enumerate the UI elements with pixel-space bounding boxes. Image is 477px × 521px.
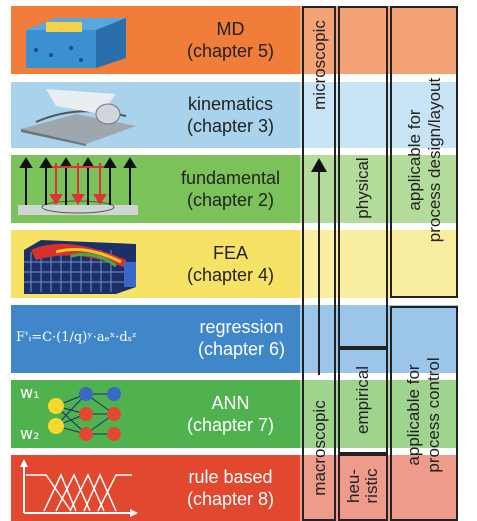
row-kinematics-tint	[300, 82, 458, 148]
method-name: regression	[199, 317, 284, 337]
row-ann-tint	[300, 380, 458, 448]
physical-box	[338, 6, 388, 348]
md-block-icon	[26, 18, 126, 68]
chapter-ref: (chapter 5)	[186, 41, 275, 61]
method-name: kinematics	[187, 94, 274, 114]
chapter-ref: (chapter 2)	[186, 190, 275, 210]
label-md: MD (chapter 5)	[148, 18, 313, 62]
control-label: applicable for process control	[404, 357, 443, 473]
method-name: ANN	[211, 393, 250, 413]
fea-mesh-icon	[24, 240, 136, 294]
empirical-label: empirical	[353, 365, 372, 435]
label-kinematics: kinematics (chapter 3)	[148, 93, 313, 137]
ann-weight-2: w₂	[20, 424, 40, 443]
row-rule-tint	[300, 455, 458, 521]
heuristic-label: heu- ristic	[344, 468, 381, 504]
method-name: MD	[216, 19, 245, 39]
chapter-ref: (chapter 7)	[186, 415, 275, 435]
ann-weight-1: w₁	[20, 383, 40, 402]
fuzzy-membership-icon	[20, 459, 138, 517]
chapter-ref: (chapter 3)	[186, 116, 275, 136]
method-name: fundamental	[180, 168, 281, 188]
label-ann: ANN (chapter 7)	[148, 392, 313, 436]
row-md-tint	[300, 6, 458, 74]
scale-top-label: microscopic	[310, 20, 329, 110]
grinding-wheel-icon	[21, 89, 136, 146]
label-rule-based: rule based (chapter 8)	[148, 466, 313, 510]
method-name: rule based	[188, 467, 273, 487]
row-fundamental-tint	[300, 155, 458, 223]
regression-formula: F'ᵢ=C·(1/q)ʸ·aₑˣ·dₛᶻ	[16, 330, 137, 345]
control-box	[390, 306, 458, 521]
design-label: applicable for process design/layout	[405, 77, 444, 243]
force-arrows-icon	[18, 157, 138, 215]
row-regression-tint	[300, 305, 458, 373]
design-box	[390, 6, 458, 298]
scale-arrow-shaft	[318, 170, 320, 375]
label-regression: regression (chapter 6)	[148, 316, 313, 360]
heuristic-box	[338, 454, 388, 521]
scale-column	[302, 6, 336, 521]
label-fundamental: fundamental (chapter 2)	[148, 167, 313, 211]
chapter-ref: (chapter 4)	[186, 265, 275, 285]
physical-label: physical	[353, 157, 372, 219]
neural-network-icon	[48, 387, 121, 441]
label-fea: FEA (chapter 4)	[148, 242, 313, 286]
chapter-ref: (chapter 8)	[186, 489, 275, 509]
method-name: FEA	[212, 243, 248, 263]
scale-arrow-head-icon	[311, 158, 327, 172]
chapter-ref: (chapter 6)	[197, 339, 286, 359]
scale-bottom-label: macroscopic	[310, 400, 329, 496]
empirical-box	[338, 348, 388, 454]
row-fea-tint	[300, 230, 458, 298]
